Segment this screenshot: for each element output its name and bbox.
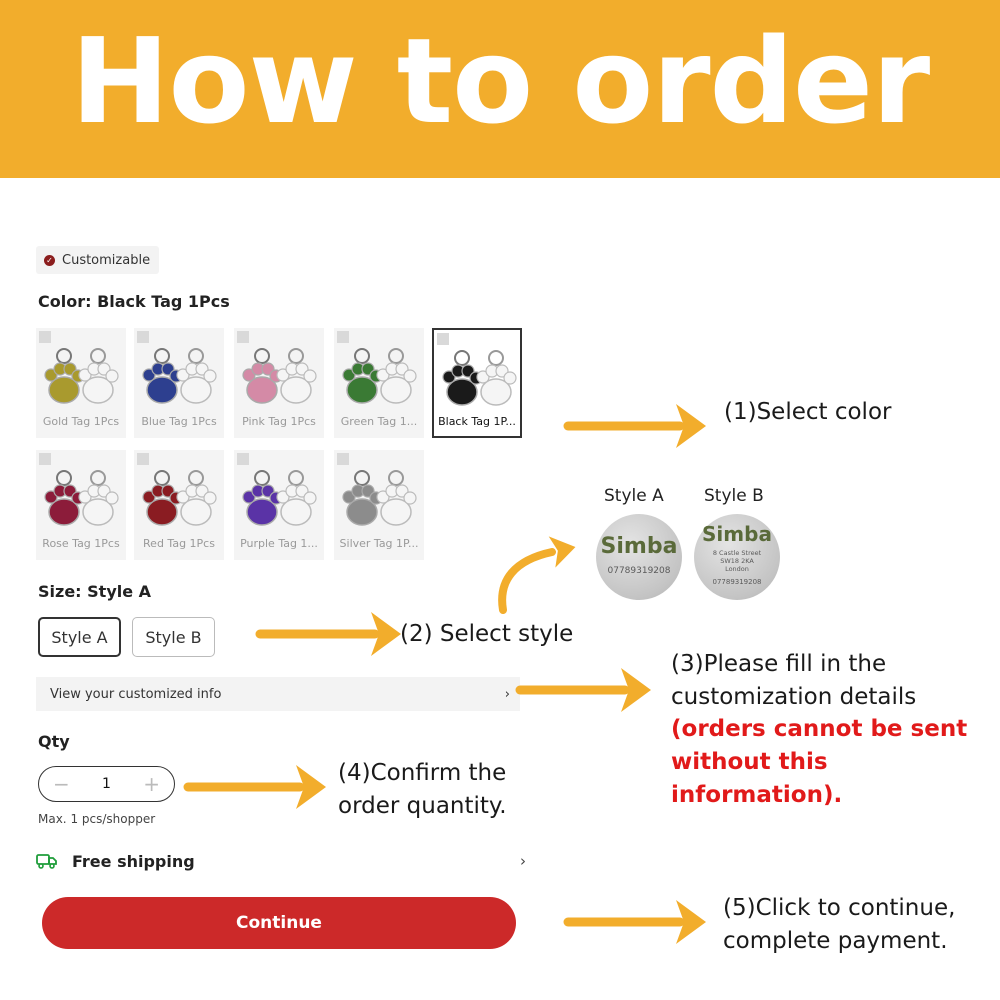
style-b-name: Simba [702, 522, 772, 546]
paw-tag-icon [242, 470, 317, 526]
paw-tag-icon [142, 470, 217, 526]
style-a-name: Simba [600, 534, 678, 559]
color-option-label: Pink Tag 1Pcs [242, 415, 316, 428]
color-option[interactable]: Red Tag 1Pcs [134, 450, 224, 560]
quantity-limit: Max. 1 pcs/shopper [38, 812, 156, 826]
minus-button[interactable]: − [53, 772, 70, 796]
image-icon [137, 331, 149, 343]
color-label: Color: Black Tag 1Pcs [38, 292, 230, 311]
paw-tag-icon [44, 348, 119, 404]
paw-tag-icon [242, 348, 317, 404]
style-b-tag-preview: Simba 8 Castle Street SW18 2KA London 07… [694, 514, 780, 600]
arrow-step2 [255, 612, 401, 656]
quantity-value[interactable]: 1 [102, 776, 111, 792]
color-option[interactable]: Rose Tag 1Pcs [36, 450, 126, 560]
paw-tag-icon [442, 350, 517, 406]
arrow-step3 [515, 668, 651, 712]
quantity-stepper: − 1 + [38, 766, 175, 802]
color-option-label: Purple Tag 1... [240, 537, 318, 550]
image-icon [137, 453, 149, 465]
free-shipping-label: Free shipping [72, 851, 195, 871]
color-option-label: Black Tag 1P... [438, 415, 516, 428]
style-a-number: 07789319208 [607, 566, 671, 576]
color-option-label: Silver Tag 1P... [339, 537, 419, 550]
step5-line2: complete payment. [723, 928, 948, 954]
qty-label: Qty [38, 732, 70, 751]
image-icon [437, 333, 449, 345]
step4-line2: order quantity. [338, 793, 507, 819]
style-b-caption: Style B [704, 486, 764, 506]
image-icon [39, 331, 51, 343]
free-shipping-row[interactable]: Free shipping › [36, 848, 526, 874]
banner-title: How to order [70, 12, 930, 150]
color-option-label: Green Tag 1... [340, 415, 418, 428]
paw-tag-icon [44, 470, 119, 526]
style-b-number: 07789319208 [712, 578, 762, 586]
chevron-right-icon: › [504, 686, 510, 702]
step3-warning-line2: without this information). [671, 749, 843, 808]
step3-line1: (3)Please fill in the [671, 651, 887, 677]
chevron-right-icon: › [520, 852, 526, 870]
step3-line2: customization details [671, 684, 917, 710]
paw-tag-icon [342, 470, 417, 526]
color-option[interactable]: Gold Tag 1Pcs [36, 328, 126, 438]
color-option[interactable]: Pink Tag 1Pcs [234, 328, 324, 438]
paw-tag-icon [342, 348, 417, 404]
color-option[interactable]: Green Tag 1... [334, 328, 424, 438]
step5-annotation: (5)Click to continue, complete payment. [723, 892, 955, 958]
color-option[interactable]: Blue Tag 1Pcs [134, 328, 224, 438]
step3-warning-line1: (orders cannot be sent [671, 716, 968, 742]
style-a-button[interactable]: Style A [38, 617, 121, 657]
step5-line1: (5)Click to continue, [723, 895, 956, 921]
color-option[interactable]: Silver Tag 1P... [334, 450, 424, 560]
style-b-address-line1: 8 Castle Street [712, 549, 762, 557]
color-option-label: Red Tag 1Pcs [143, 537, 215, 550]
color-option[interactable]: Purple Tag 1... [234, 450, 324, 560]
image-icon [337, 331, 349, 343]
arrow-step2-curve [498, 536, 576, 614]
step3-warning: (orders cannot be sent without this info… [671, 713, 1000, 812]
truck-icon [36, 854, 57, 869]
style-a-tag-preview: Simba 07789319208 [596, 514, 682, 600]
color-option-label: Blue Tag 1Pcs [141, 415, 217, 428]
step2-annotation: (2) Select style [400, 621, 574, 647]
customized-info-row[interactable]: View your customized info › [36, 677, 520, 711]
image-icon [237, 331, 249, 343]
step4-line1: (4)Confirm the [338, 760, 507, 786]
paw-tag-icon [142, 348, 217, 404]
plus-button[interactable]: + [143, 772, 160, 796]
style-b-address: 8 Castle Street SW18 2KA London [694, 549, 780, 573]
customizable-badge: ✓ Customizable [36, 246, 160, 274]
image-icon [237, 453, 249, 465]
check-icon: ✓ [44, 254, 55, 266]
arrow-step4 [183, 765, 326, 809]
customized-info-label: View your customized info [50, 686, 222, 702]
style-a-caption: Style A [604, 486, 664, 506]
style-b-button[interactable]: Style B [132, 617, 215, 657]
image-icon [337, 453, 349, 465]
arrow-step5 [563, 900, 706, 944]
color-option-label: Gold Tag 1Pcs [42, 415, 120, 428]
size-label: Size: Style A [38, 582, 152, 601]
continue-button[interactable]: Continue [42, 897, 516, 949]
step4-annotation: (4)Confirm the order quantity. [338, 757, 507, 823]
step3-annotation: (3)Please fill in the customization deta… [671, 648, 916, 714]
step1-annotation: (1)Select color [724, 399, 892, 425]
color-option-label: Rose Tag 1Pcs [42, 537, 120, 550]
style-b-address-line2: SW18 2KA [720, 557, 754, 565]
badge-label: Customizable [62, 252, 151, 268]
image-icon [39, 453, 51, 465]
style-b-address-line3: London [725, 565, 749, 573]
color-option[interactable]: Black Tag 1P... [432, 328, 522, 438]
how-to-order-banner: How to order [0, 0, 1000, 178]
arrow-step1 [563, 404, 706, 448]
